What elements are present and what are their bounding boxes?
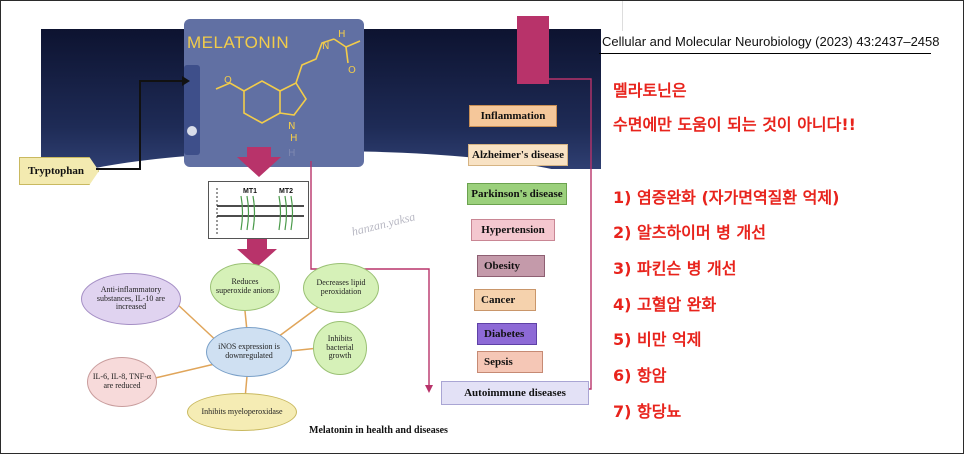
svg-text:H: H	[288, 148, 296, 159]
disease-inflammation: Inflammation	[469, 105, 557, 127]
effect-bacterial: Inhibits bacterial growth	[313, 321, 367, 375]
melatonin-structure: H N O O N H H	[184, 29, 361, 159]
notes-heading-line2: 수면에만 도움이 되는 것이 아니다!!	[613, 115, 856, 134]
effect-anti-inflammatory: Anti-inflammatory substances, IL-10 are …	[81, 273, 181, 325]
connector-lines	[237, 78, 592, 393]
tryptophan-label: Tryptophan	[19, 157, 99, 185]
notes-item-6: 6) 항암	[613, 366, 667, 385]
figure-panel: MELATONIN H N O O N H H	[1, 1, 601, 453]
panel-edge	[622, 1, 623, 31]
notes-item-5: 5) 비만 억제	[613, 330, 702, 349]
figure-caption: Melatonin in health and diseases	[309, 425, 448, 436]
svg-text:O: O	[348, 65, 356, 76]
disease-hypertension: Hypertension	[471, 219, 555, 241]
svg-text:H: H	[338, 29, 346, 40]
citation-rule	[599, 53, 931, 54]
disease-obesity: Obesity	[477, 255, 545, 277]
notes-item-7: 7) 항당뇨	[613, 402, 682, 421]
disease-cancer: Cancer	[474, 289, 536, 311]
notes-heading-line1: 멜라토닌은	[613, 81, 687, 100]
disease-parkinsons: Parkinson's disease	[467, 183, 567, 205]
disease-autoimmune: Autoimmune diseases	[441, 381, 589, 405]
effect-myeloperoxidase: Inhibits myeloperoxidase	[187, 393, 297, 431]
receptor-mt2: MT2	[279, 188, 293, 195]
notes-item-4: 4) 고혈압 완화	[613, 295, 717, 314]
citation: Cellular and Molecular Neurobiology (202…	[602, 34, 940, 49]
svg-text:O: O	[224, 75, 232, 86]
notes-item-3: 3) 파킨슨 병 개선	[613, 259, 737, 278]
tryptophan-arrow	[96, 76, 190, 170]
effect-superoxide: Reduces superoxide anions	[210, 263, 280, 311]
effect-cytokines: IL-6, IL-8, TNF-α are reduced	[87, 357, 157, 407]
disease-alzheimers: Alzheimer's disease	[468, 144, 568, 166]
molecule-title: MELATONIN	[187, 33, 290, 52]
effect-center-inos: iNOS expression is downregulated	[206, 327, 292, 377]
effect-lipid: Decreases lipid peroxidation	[303, 263, 379, 313]
svg-text:H: H	[290, 133, 298, 144]
disease-diabetes: Diabetes	[477, 323, 537, 345]
pink-connector-block	[517, 16, 549, 84]
molecule-box	[184, 19, 364, 167]
notes-item-1: 1) 염증완화 (자가면역질환 억제)	[613, 188, 840, 207]
svg-text:N: N	[288, 121, 295, 132]
notes-item-2: 2) 알츠하이머 병 개선	[613, 223, 766, 242]
svg-text:N: N	[322, 41, 329, 52]
disease-sepsis: Sepsis	[477, 351, 543, 373]
receptor-mt1: MT1	[243, 188, 257, 195]
receptor-diagram: MT1 MT2	[208, 181, 309, 239]
